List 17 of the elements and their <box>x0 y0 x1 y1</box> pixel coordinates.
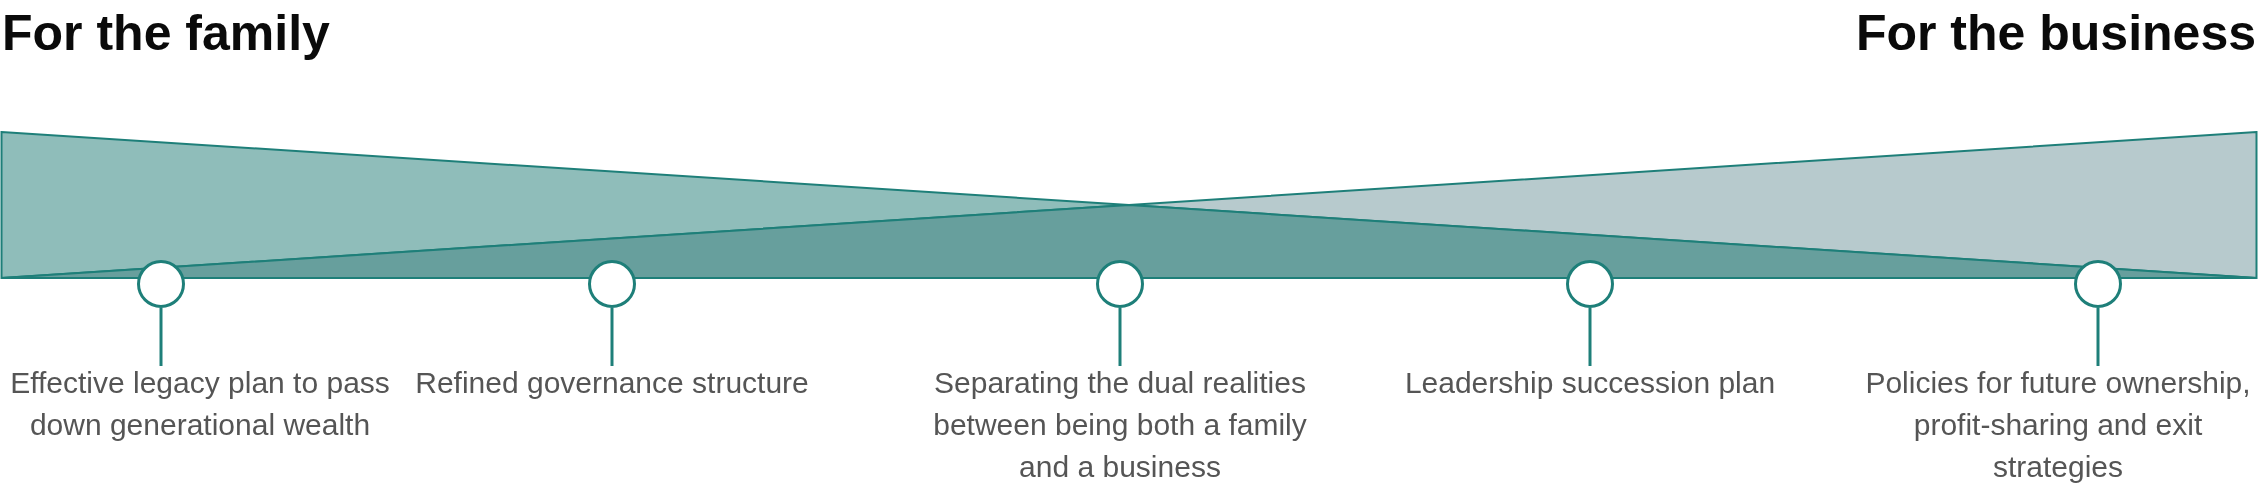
leader-line <box>159 308 163 366</box>
milestone-text: Leadership succession plan <box>1390 362 1790 404</box>
circle-marker <box>588 260 636 308</box>
leader-line <box>1118 308 1122 366</box>
circle-marker <box>1566 260 1614 308</box>
heading: For the business <box>1855 4 2256 62</box>
milestone-text: Refined governance structure <box>412 362 812 404</box>
circle-marker <box>2074 260 2122 308</box>
circle-marker <box>137 260 185 308</box>
milestone-text: Policies for future ownership, profit-sharing and exit strategies <box>1858 362 2258 488</box>
leader-line <box>2096 308 2100 366</box>
circle-marker <box>1096 260 1144 308</box>
leader-line <box>610 308 614 366</box>
milestone-text: Separating the dual realities between being both a family and a business <box>920 362 1320 488</box>
heading: For the family <box>2 4 330 62</box>
leader-line <box>1588 308 1592 366</box>
milestone-text: Effective legacy plan to pass down generational wealth <box>0 362 400 446</box>
